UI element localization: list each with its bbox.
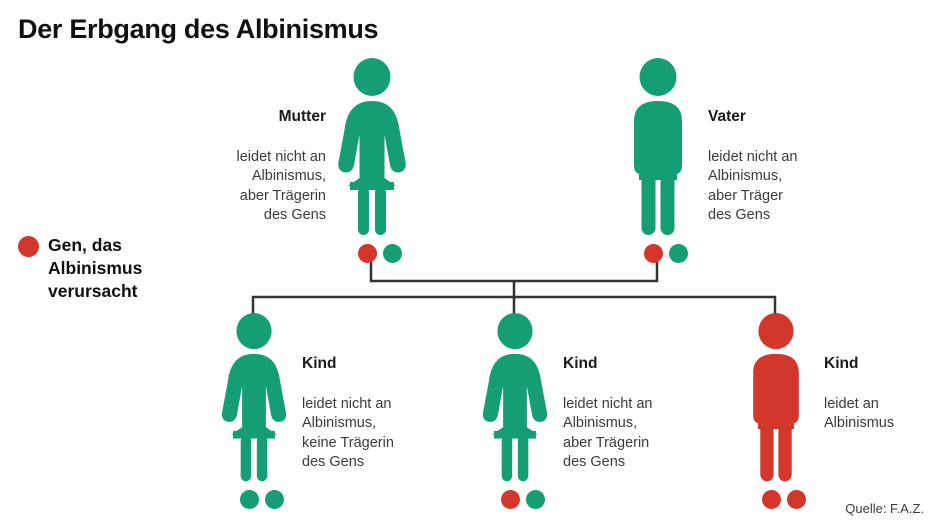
- child-1-description: leidet nicht an Albinismus, keine Träger…: [302, 396, 394, 471]
- child-2-figure-icon: [479, 313, 551, 488]
- gene-dot-normal: [669, 244, 688, 263]
- child-2-role-label: Kind: [563, 355, 598, 373]
- female-pictogram-icon: [482, 313, 548, 482]
- child-2-description: leidet nicht an Albinismus, aber Trägeri…: [563, 396, 653, 471]
- source-credit: Quelle: F.A.Z.: [845, 501, 924, 516]
- child-1-figure-icon: [218, 313, 290, 488]
- gene-dot-normal: [526, 490, 545, 509]
- gene-dot-albinism: [358, 244, 377, 263]
- male-pictogram-icon: [753, 313, 799, 482]
- gene-dot-albinism: [787, 490, 806, 509]
- mother-genes: [358, 244, 402, 263]
- mother-role-label: Mutter: [278, 108, 326, 126]
- father-role-label: Vater: [708, 108, 746, 126]
- gene-dot-normal: [240, 490, 259, 509]
- legend: Gen, das Albinismus verursacht: [18, 234, 142, 303]
- father-caption: Vater leidet nicht an Albinismus, aber T…: [708, 88, 868, 225]
- child-3-genes: [762, 490, 806, 509]
- child-3-description: leidet an Albinismus: [824, 396, 895, 432]
- page-title: Der Erbgang des Albinismus: [18, 14, 379, 44]
- father-genes: [644, 244, 688, 263]
- child-1-role-label: Kind: [302, 355, 337, 373]
- mother-figure-icon: [336, 58, 408, 242]
- child-2-caption: Kind leidet nicht an Albinismus, aber Tr…: [563, 335, 713, 472]
- father-description: leidet nicht an Albinismus, aber Träger …: [708, 149, 798, 224]
- legend-gene-dot-icon: [18, 236, 39, 257]
- mother-description: leidet nicht an Albinismus, aber Trägeri…: [236, 149, 326, 224]
- father-figure-icon: [622, 58, 694, 242]
- child-3-figure-icon: [740, 313, 812, 488]
- child-3-role-label: Kind: [824, 355, 859, 373]
- child-2-genes: [501, 490, 545, 509]
- gene-dot-albinism: [762, 490, 781, 509]
- gene-dot-normal: [265, 490, 284, 509]
- male-pictogram-icon: [634, 58, 682, 235]
- gene-dot-albinism: [644, 244, 663, 263]
- child-3-caption: Kind leidet an Albinismus: [824, 335, 940, 434]
- mother-caption: Mutter leidet nicht an Albinismus, aber …: [176, 88, 326, 225]
- gene-dot-albinism: [501, 490, 520, 509]
- gene-dot-normal: [383, 244, 402, 263]
- female-pictogram-icon: [221, 313, 287, 482]
- legend-label: Gen, das Albinismus verursacht: [48, 235, 143, 302]
- female-pictogram-icon: [338, 58, 406, 235]
- child-1-genes: [240, 490, 284, 509]
- child-1-caption: Kind leidet nicht an Albinismus, keine T…: [302, 335, 452, 472]
